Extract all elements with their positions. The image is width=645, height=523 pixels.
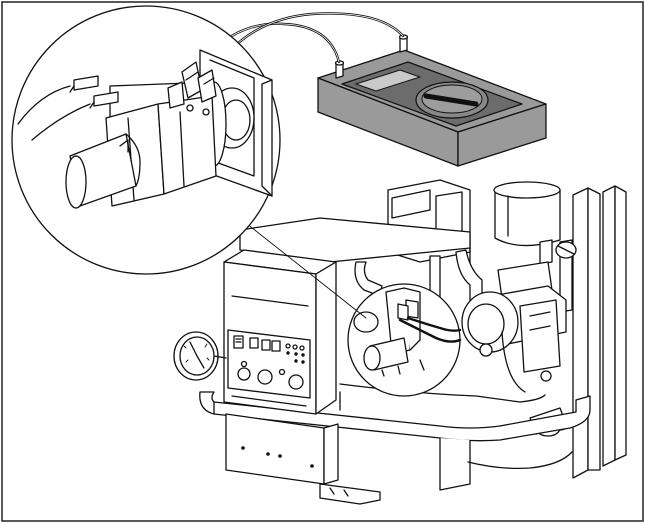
pressure-gauge bbox=[173, 331, 227, 381]
boiler-assembly bbox=[173, 179, 627, 505]
multimeter-right-side bbox=[457, 103, 547, 167]
display-digit-2 bbox=[261, 339, 271, 351]
pipes bbox=[354, 239, 577, 313]
frame-rails bbox=[572, 185, 627, 479]
knob-left-icon bbox=[237, 367, 251, 381]
display-digit-3 bbox=[271, 340, 281, 352]
expansion-vessel bbox=[493, 181, 561, 247]
display-digit-1 bbox=[249, 337, 259, 349]
control-panel bbox=[223, 249, 337, 415]
magnified-detail-callout bbox=[11, 5, 281, 275]
indicator-led bbox=[301, 353, 305, 357]
probe-tip-3 bbox=[197, 69, 217, 103]
dial-pointer bbox=[423, 93, 479, 107]
heat-exchanger bbox=[239, 179, 471, 381]
indicator-led bbox=[294, 352, 298, 356]
multimeter-display bbox=[354, 69, 422, 92]
button-icon bbox=[278, 368, 286, 376]
indicator-led bbox=[286, 351, 290, 355]
circulation-pump bbox=[461, 261, 567, 393]
indicator-led bbox=[292, 344, 298, 350]
loose-wire-2 bbox=[31, 103, 91, 141]
indicator-led bbox=[301, 360, 305, 364]
button-icon bbox=[240, 360, 248, 368]
multimeter bbox=[317, 34, 547, 167]
loose-wire-1 bbox=[17, 85, 71, 125]
base-frame bbox=[199, 383, 591, 491]
callout-leader-line bbox=[231, 211, 367, 319]
indicator-led bbox=[285, 343, 291, 349]
indicator-led bbox=[299, 345, 305, 351]
knob-right-icon bbox=[288, 374, 304, 390]
sensor-callout-small bbox=[347, 283, 462, 397]
lower-plate bbox=[225, 413, 381, 505]
knob-center-icon bbox=[257, 369, 273, 385]
indicator-led bbox=[294, 359, 298, 363]
probe-tip-2 bbox=[167, 81, 185, 109]
